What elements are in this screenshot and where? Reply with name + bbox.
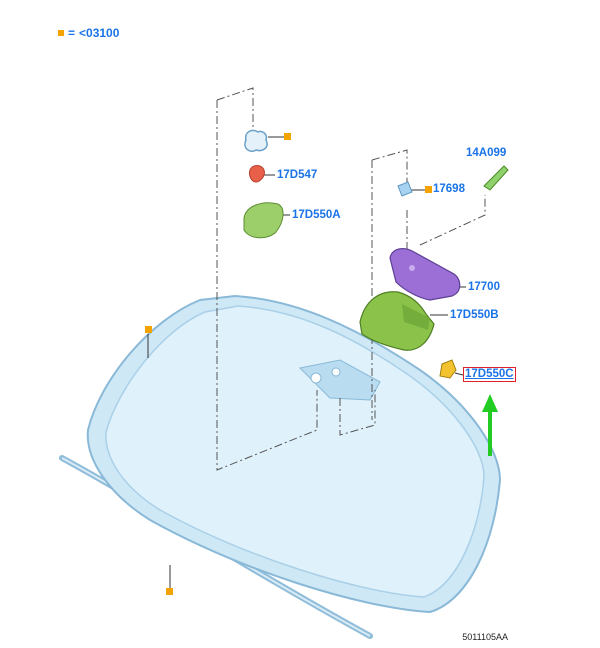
callout-highlighted[interactable]: 17D550C: [463, 367, 516, 382]
mirror-part: [389, 248, 461, 301]
up-arrow-icon: [482, 394, 498, 456]
callout-bracket-cover[interactable]: 17D547: [277, 169, 318, 181]
callout-harness[interactable]: 14A099: [466, 147, 507, 159]
small-cover-part: [243, 202, 284, 239]
callout-bracket[interactable]: 17698: [433, 183, 465, 195]
legend-text: <03100: [79, 26, 120, 40]
assembly-lines: [216, 87, 486, 471]
callout-small-cover[interactable]: 17D550A: [292, 209, 341, 221]
harness-part: [483, 165, 509, 191]
small-clip-part: [439, 359, 457, 379]
clip-part: [244, 129, 268, 152]
marker-clip: [284, 133, 291, 140]
marker-bracket: [425, 186, 432, 193]
marker-moulding: [166, 588, 173, 595]
figure-id: 5011105AA: [462, 632, 508, 642]
callout-sensor-cover[interactable]: 17D550B: [450, 309, 499, 321]
retainer-part: [249, 165, 265, 183]
sensor-cover-part: [359, 291, 435, 351]
legend-square-icon: [58, 30, 64, 36]
legend: = <03100: [58, 26, 119, 40]
bracket-part: [397, 181, 413, 197]
legend-equals: =: [68, 26, 76, 40]
callout-mirror[interactable]: 17700: [468, 281, 500, 293]
marker-glass: [145, 326, 152, 333]
